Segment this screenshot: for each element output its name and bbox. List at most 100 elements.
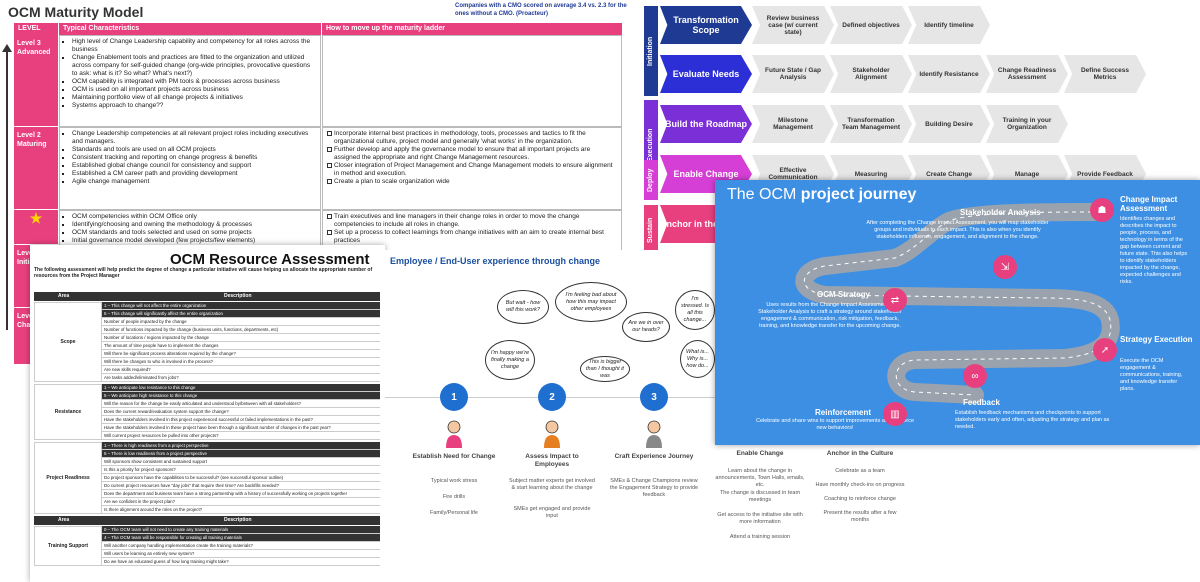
characteristic-item: Established global change council for co… — [72, 162, 316, 170]
characteristic-item: Maintaining portfolio view of all change… — [72, 94, 316, 102]
table-row: Is this a priority for project sponsors? — [102, 466, 380, 474]
phase-label: Deploy — [644, 160, 658, 200]
move-up-cell: Incorporate internal best practices in m… — [322, 127, 622, 210]
process-step[interactable]: Building Desire — [908, 105, 990, 143]
table-row: Number of people impacted by the change — [102, 318, 380, 326]
level-label: Level 3 Advanced — [14, 35, 58, 127]
header-level: LEVEL — [14, 23, 58, 35]
characteristic-item: OCM is used on all important projects ac… — [72, 86, 316, 94]
resource-intro: The following assessment will help predi… — [34, 267, 373, 279]
table-row: Will current project resources be pulled… — [102, 432, 380, 440]
process-step[interactable]: Future State / Gap Analysis — [752, 55, 834, 93]
journey-road — [795, 203, 1120, 404]
level-label: ★ — [14, 210, 58, 245]
process-step[interactable]: Review business case (w/ current state) — [752, 6, 834, 44]
journey-step-text: After completing the Change Impact Asses… — [866, 220, 1049, 240]
column-description: Present the results after a few months — [823, 510, 897, 523]
table-row: Do current project resources have "day j… — [102, 482, 380, 490]
step-description: SMEs get engaged and provide input — [513, 506, 591, 519]
journey-step-text: Celebrate and share wins to support impr… — [755, 418, 915, 431]
maturity-title: OCM Maturity Model — [8, 4, 144, 20]
journey-node-icon: ➚ — [1093, 338, 1117, 362]
table-row: Will the reason for the change be easily… — [102, 400, 380, 408]
header-area: Area — [58, 293, 70, 299]
phase-label: Initiation — [644, 6, 658, 96]
journey-title-bold: project journey — [800, 186, 917, 203]
column-description: Have monthly check-ins on progress — [815, 482, 905, 488]
journey-node-icon: ⇲ — [993, 255, 1017, 279]
thought-bubble: Are we in over our heads? — [622, 312, 670, 342]
table-row: Are we confident in the project plan? — [102, 498, 380, 506]
characteristic-item: Standards and tools are used on all OCM … — [72, 146, 316, 154]
phase-label: Sustain — [644, 205, 658, 255]
phase-main-chevron[interactable]: Transformation Scope — [660, 6, 752, 44]
process-step[interactable]: Define Success Metrics — [1064, 55, 1146, 93]
characteristic-item: Initial governance model developed (few … — [72, 237, 316, 245]
process-step[interactable]: Stakeholder Alignment — [830, 55, 912, 93]
process-step[interactable]: Identify Resistance — [908, 55, 990, 93]
journey-step-text: Uses results from the Change Impact Asse… — [758, 302, 902, 329]
table-row: Will users be learning an entirely new s… — [102, 550, 380, 558]
step-number: 1 — [440, 383, 468, 411]
table-row: Number of functions impacted by the chan… — [102, 326, 380, 334]
move-up-item: Train executives and line managers in th… — [327, 213, 617, 229]
checkbox-icon — [327, 131, 332, 136]
journey-step-title: Stakeholder Analysis — [960, 208, 1041, 217]
table-row: Does the department and business team ha… — [102, 490, 380, 498]
journey-step-title: Strategy Execution — [1120, 335, 1193, 344]
up-arrow-line — [6, 50, 8, 330]
characteristic-item: OCM capability is integrated with PM too… — [72, 78, 316, 86]
thought-bubble: I'm happy we're finally making a change — [485, 340, 535, 380]
table-row: Are tasks added/eliminated from jobs? — [102, 374, 380, 382]
move-up-item: Further develop and apply the governance… — [327, 146, 617, 162]
column-description: Get access to the initiative site with m… — [717, 512, 803, 525]
process-step[interactable]: Transformation Team Management — [830, 105, 912, 143]
move-up-item: Closer integration of Project Management… — [327, 162, 617, 178]
process-step[interactable]: Change Readiness Assessment — [986, 55, 1068, 93]
characteristics-cell: High level of Change Leadership capabili… — [59, 35, 321, 127]
ocm-journey-panel: The OCM project journey Stakeholder Anal… — [715, 180, 1200, 445]
characteristic-item: Identifying/choosing and owning the meth… — [72, 221, 316, 229]
characteristics-cell: Change Leadership competencies at all re… — [59, 127, 321, 210]
table-row: Will another company handling implementa… — [102, 542, 380, 550]
table-header: Area Description — [34, 292, 380, 301]
characteristic-item: Change Leadership competencies at all re… — [72, 130, 316, 146]
characteristic-item: Agile change management — [72, 178, 316, 186]
journey-step-title: OCM Strategy — [817, 290, 870, 299]
journey-step-text: Establish feedback mechanisms and checkp… — [955, 410, 1110, 430]
step-label: Establish Need for Change — [412, 453, 496, 460]
header-description: Description — [224, 517, 252, 523]
table-row: Will there be significant process altera… — [102, 350, 380, 358]
phase-main-chevron[interactable]: Evaluate Needs — [660, 55, 752, 93]
area-cell: Project Readiness — [34, 442, 102, 514]
table-row: The amount of time people have to implem… — [102, 342, 380, 350]
journey-step-title: Feedback — [963, 398, 1000, 407]
characteristic-item: OCM standards and tools selected and use… — [72, 229, 316, 237]
journey-title: The OCM project journey — [727, 186, 916, 204]
journey-step-title: Reinforcement — [815, 408, 872, 417]
area-cell: Resistance — [34, 384, 102, 440]
step-description: Subject matter experts get involved & st… — [509, 478, 595, 491]
column-label: Enable Change — [736, 450, 784, 457]
step-description: Fire drills — [442, 494, 466, 500]
maturity-note: Companies with a CMO scored on average 3… — [455, 3, 627, 17]
process-step[interactable]: Training in your Organization — [986, 105, 1068, 143]
employee-experience-panel: Employee / End-User experience through c… — [385, 250, 715, 582]
table-row: 5 – We anticipate high resistance to thi… — [102, 392, 380, 400]
thought-bubble: I'm feeling bad about how this may impac… — [555, 282, 627, 322]
process-step[interactable]: Defined objectives — [830, 6, 912, 44]
header-description: Description — [224, 293, 252, 299]
person-icon — [644, 420, 664, 448]
characteristics-list: High level of Change Leadership capabili… — [64, 38, 316, 110]
phase-main-chevron[interactable]: Build the Roadmap — [660, 105, 752, 143]
checkbox-icon — [327, 179, 332, 184]
journey-node-icon: ▥ — [883, 402, 907, 426]
person-icon — [444, 420, 464, 448]
step-number: 2 — [538, 383, 566, 411]
level-label: Level 2 Maturing — [14, 127, 58, 210]
process-step[interactable]: Milestone Management — [752, 105, 834, 143]
column-description: Attend a training session — [729, 534, 791, 540]
process-step[interactable]: Identify timeline — [908, 6, 990, 44]
checkbox-icon — [327, 214, 332, 219]
